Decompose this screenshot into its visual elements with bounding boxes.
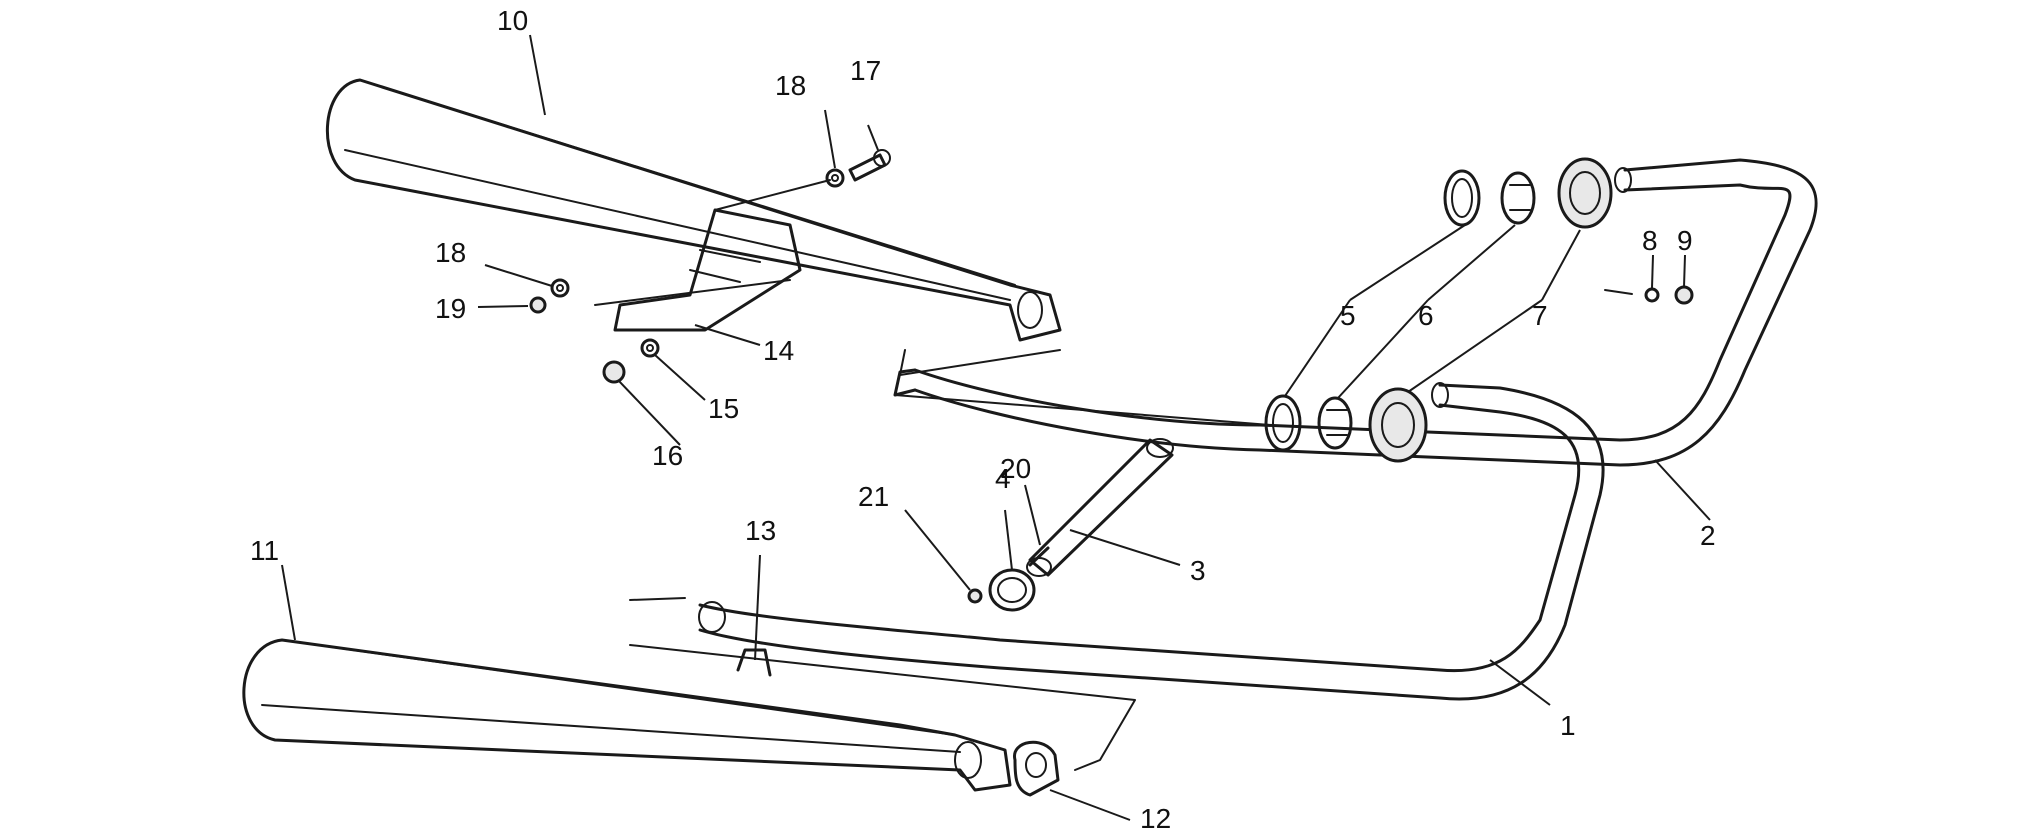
callout-15: 15 [708, 393, 739, 424]
callout-12: 12 [1140, 803, 1171, 831]
muffler-mount-bracket [613, 208, 802, 332]
callout-leader-lines [281, 34, 1711, 821]
muffler-clamp [1013, 740, 1060, 797]
lower-muffler [242, 638, 1012, 792]
callout-17: 17 [850, 55, 881, 86]
callout-7: 7 [1532, 300, 1548, 331]
washer-15-and-nut-16 [602, 338, 660, 384]
callout-3: 3 [1190, 555, 1206, 586]
callout-8: 8 [1642, 225, 1658, 256]
callout-5: 5 [1340, 300, 1356, 331]
callout-4: 4 [995, 463, 1011, 494]
callout-9: 9 [1677, 225, 1693, 256]
callout-1: 1 [1560, 710, 1576, 741]
callout-19: 19 [435, 293, 466, 324]
callout-21: 21 [858, 481, 889, 512]
callout-13: 13 [745, 515, 776, 546]
callout-18-top: 18 [775, 70, 806, 101]
callout-2: 2 [1700, 520, 1716, 551]
header-pipe-2 [893, 158, 1818, 467]
rear-gasket-ring-nut-set [1443, 157, 1613, 229]
callout-labels: 1 2 3 4 5 6 7 8 9 10 11 12 13 14 15 16 1… [250, 5, 1716, 831]
callout-16: 16 [652, 440, 683, 471]
callout-14: 14 [763, 335, 794, 366]
header-pipe-1 [698, 382, 1605, 701]
callout-18-left: 18 [435, 237, 466, 268]
callout-20: 20 [1000, 453, 1031, 484]
clamp-with-bolt-and-nut [967, 546, 1050, 612]
washer-18-and-nut-19 [529, 278, 570, 314]
assembly-guide-lines [594, 179, 1271, 771]
callout-11: 11 [250, 535, 279, 566]
callout-6: 6 [1418, 300, 1434, 331]
callout-10: 10 [497, 5, 528, 36]
cross-pipe [1026, 438, 1174, 577]
front-gasket-ring-nut-set [1264, 387, 1428, 463]
upper-muffler [325, 78, 1062, 342]
stud-8-and-nut-9 [1604, 285, 1694, 305]
bolt-17-and-washer-18 [825, 149, 891, 188]
